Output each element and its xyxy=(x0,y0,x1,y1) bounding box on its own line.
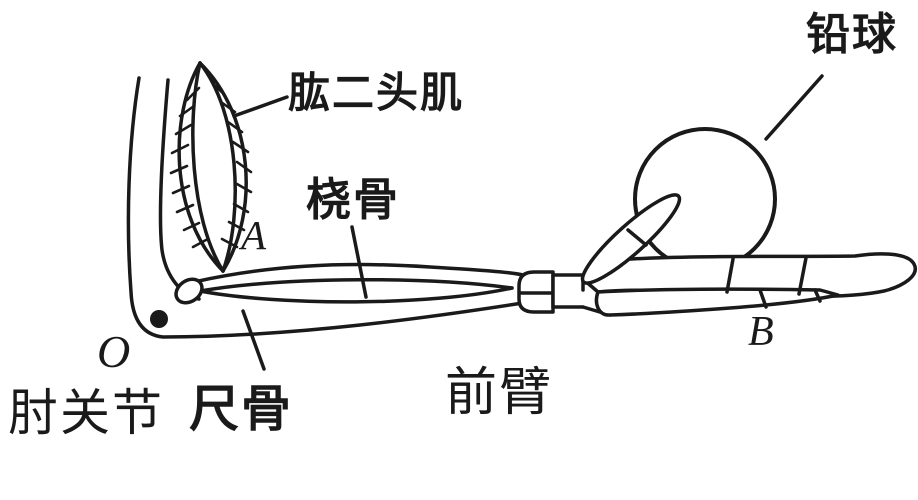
shot-put-ball xyxy=(633,127,777,271)
shot-put-label: 铅球 xyxy=(806,10,898,59)
biceps-pointer-line xyxy=(232,95,289,118)
forearm-bones xyxy=(192,262,525,304)
shotput-pointer-line xyxy=(764,74,824,141)
elbow-joint-parts xyxy=(150,277,204,328)
point-a-label: A xyxy=(241,212,267,258)
lower-finger-knuckle-1 xyxy=(758,288,768,309)
thumb xyxy=(580,193,682,285)
biceps-label: 肱二头肌 xyxy=(288,69,465,116)
lower-finger-knuckle-2 xyxy=(813,288,822,303)
pivot-point-dot xyxy=(150,310,168,328)
elbow-condyle-bump xyxy=(174,277,204,305)
lower-finger-band xyxy=(594,287,840,317)
radius-bone-upper-line xyxy=(198,278,514,293)
biceps-hatching-right xyxy=(211,82,253,249)
upper-finger-knuckle-1 xyxy=(725,257,735,294)
radius-pointer-line xyxy=(350,225,368,299)
elbow-joint-label: 肘关节 xyxy=(8,385,164,441)
ulna-pointer-line xyxy=(241,309,266,371)
thumb-joint-line xyxy=(626,228,648,247)
point-o-label: O xyxy=(97,326,131,377)
hand-fingers xyxy=(581,252,917,317)
radius-bone-label: 桡骨 xyxy=(306,174,401,225)
pointer-lines xyxy=(232,74,824,371)
metacarpal-block xyxy=(551,273,585,309)
radius-bone-lower-line xyxy=(198,286,514,304)
point-b-label: B xyxy=(748,309,774,355)
forearm-top-contour xyxy=(192,262,525,284)
wrist-bones xyxy=(517,270,612,317)
forearm-label: 前臂 xyxy=(445,365,554,422)
upper-finger-knuckle-2 xyxy=(797,256,808,296)
biceps-outer-left xyxy=(177,61,225,273)
biceps-muscle xyxy=(169,61,253,273)
upper-arm-left-line xyxy=(126,76,550,339)
ulna-bone-label: 尺骨 xyxy=(189,381,293,437)
biceps-inner-left xyxy=(191,61,225,273)
biceps-hatching-left xyxy=(169,86,208,249)
thumb-shape xyxy=(580,193,682,285)
